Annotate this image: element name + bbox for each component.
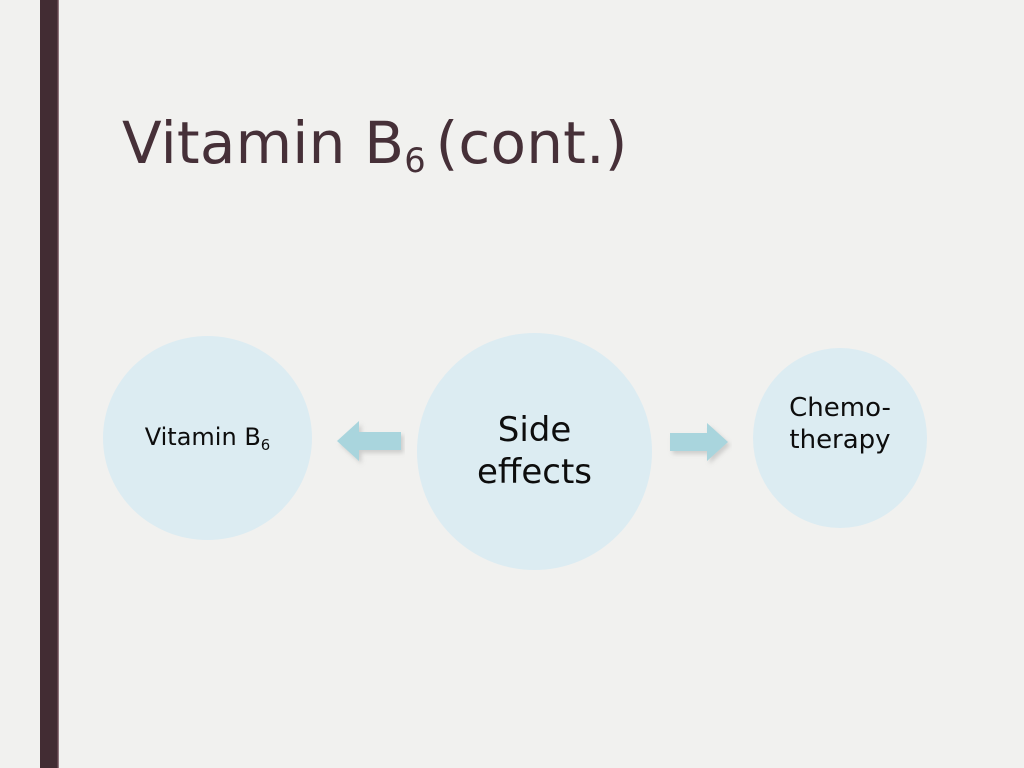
diagram-node-chemotherapy-line2: therapy — [789, 424, 891, 455]
arrow-left-icon — [337, 421, 401, 461]
diagram-node-chemotherapy-label: Chemo-therapy — [783, 393, 897, 456]
diagram-node-vitamin-b6-text: Vitamin B — [144, 423, 261, 452]
arrow-left-shape — [337, 421, 401, 461]
diagram-node-vitamin-b6-subscript: 6 — [260, 435, 271, 454]
page-title-text: Vitamin B — [122, 108, 405, 177]
page-title-subscript: 6 — [404, 140, 426, 180]
diagram-node-vitamin-b6[interactable]: Vitamin B6 — [103, 336, 312, 540]
diagram-node-chemotherapy[interactable]: Chemo-therapy — [753, 348, 927, 528]
page-title-suffix: (cont.) — [435, 108, 628, 177]
diagram-node-vitamin-b6-label: Vitamin B6 — [139, 423, 277, 454]
diagram-node-side-effects-line1: Side — [497, 410, 572, 451]
diagram-node-side-effects-line2: effects — [477, 451, 592, 492]
arrow-right-icon — [670, 423, 728, 461]
left-accent-bar — [40, 0, 58, 768]
diagram-node-chemotherapy-line1: Chemo- — [789, 393, 891, 423]
arrow-right-shape — [670, 423, 728, 461]
page-title: Vitamin B6(cont.) — [122, 107, 628, 188]
left-accent-bar-highlight — [57, 0, 59, 768]
